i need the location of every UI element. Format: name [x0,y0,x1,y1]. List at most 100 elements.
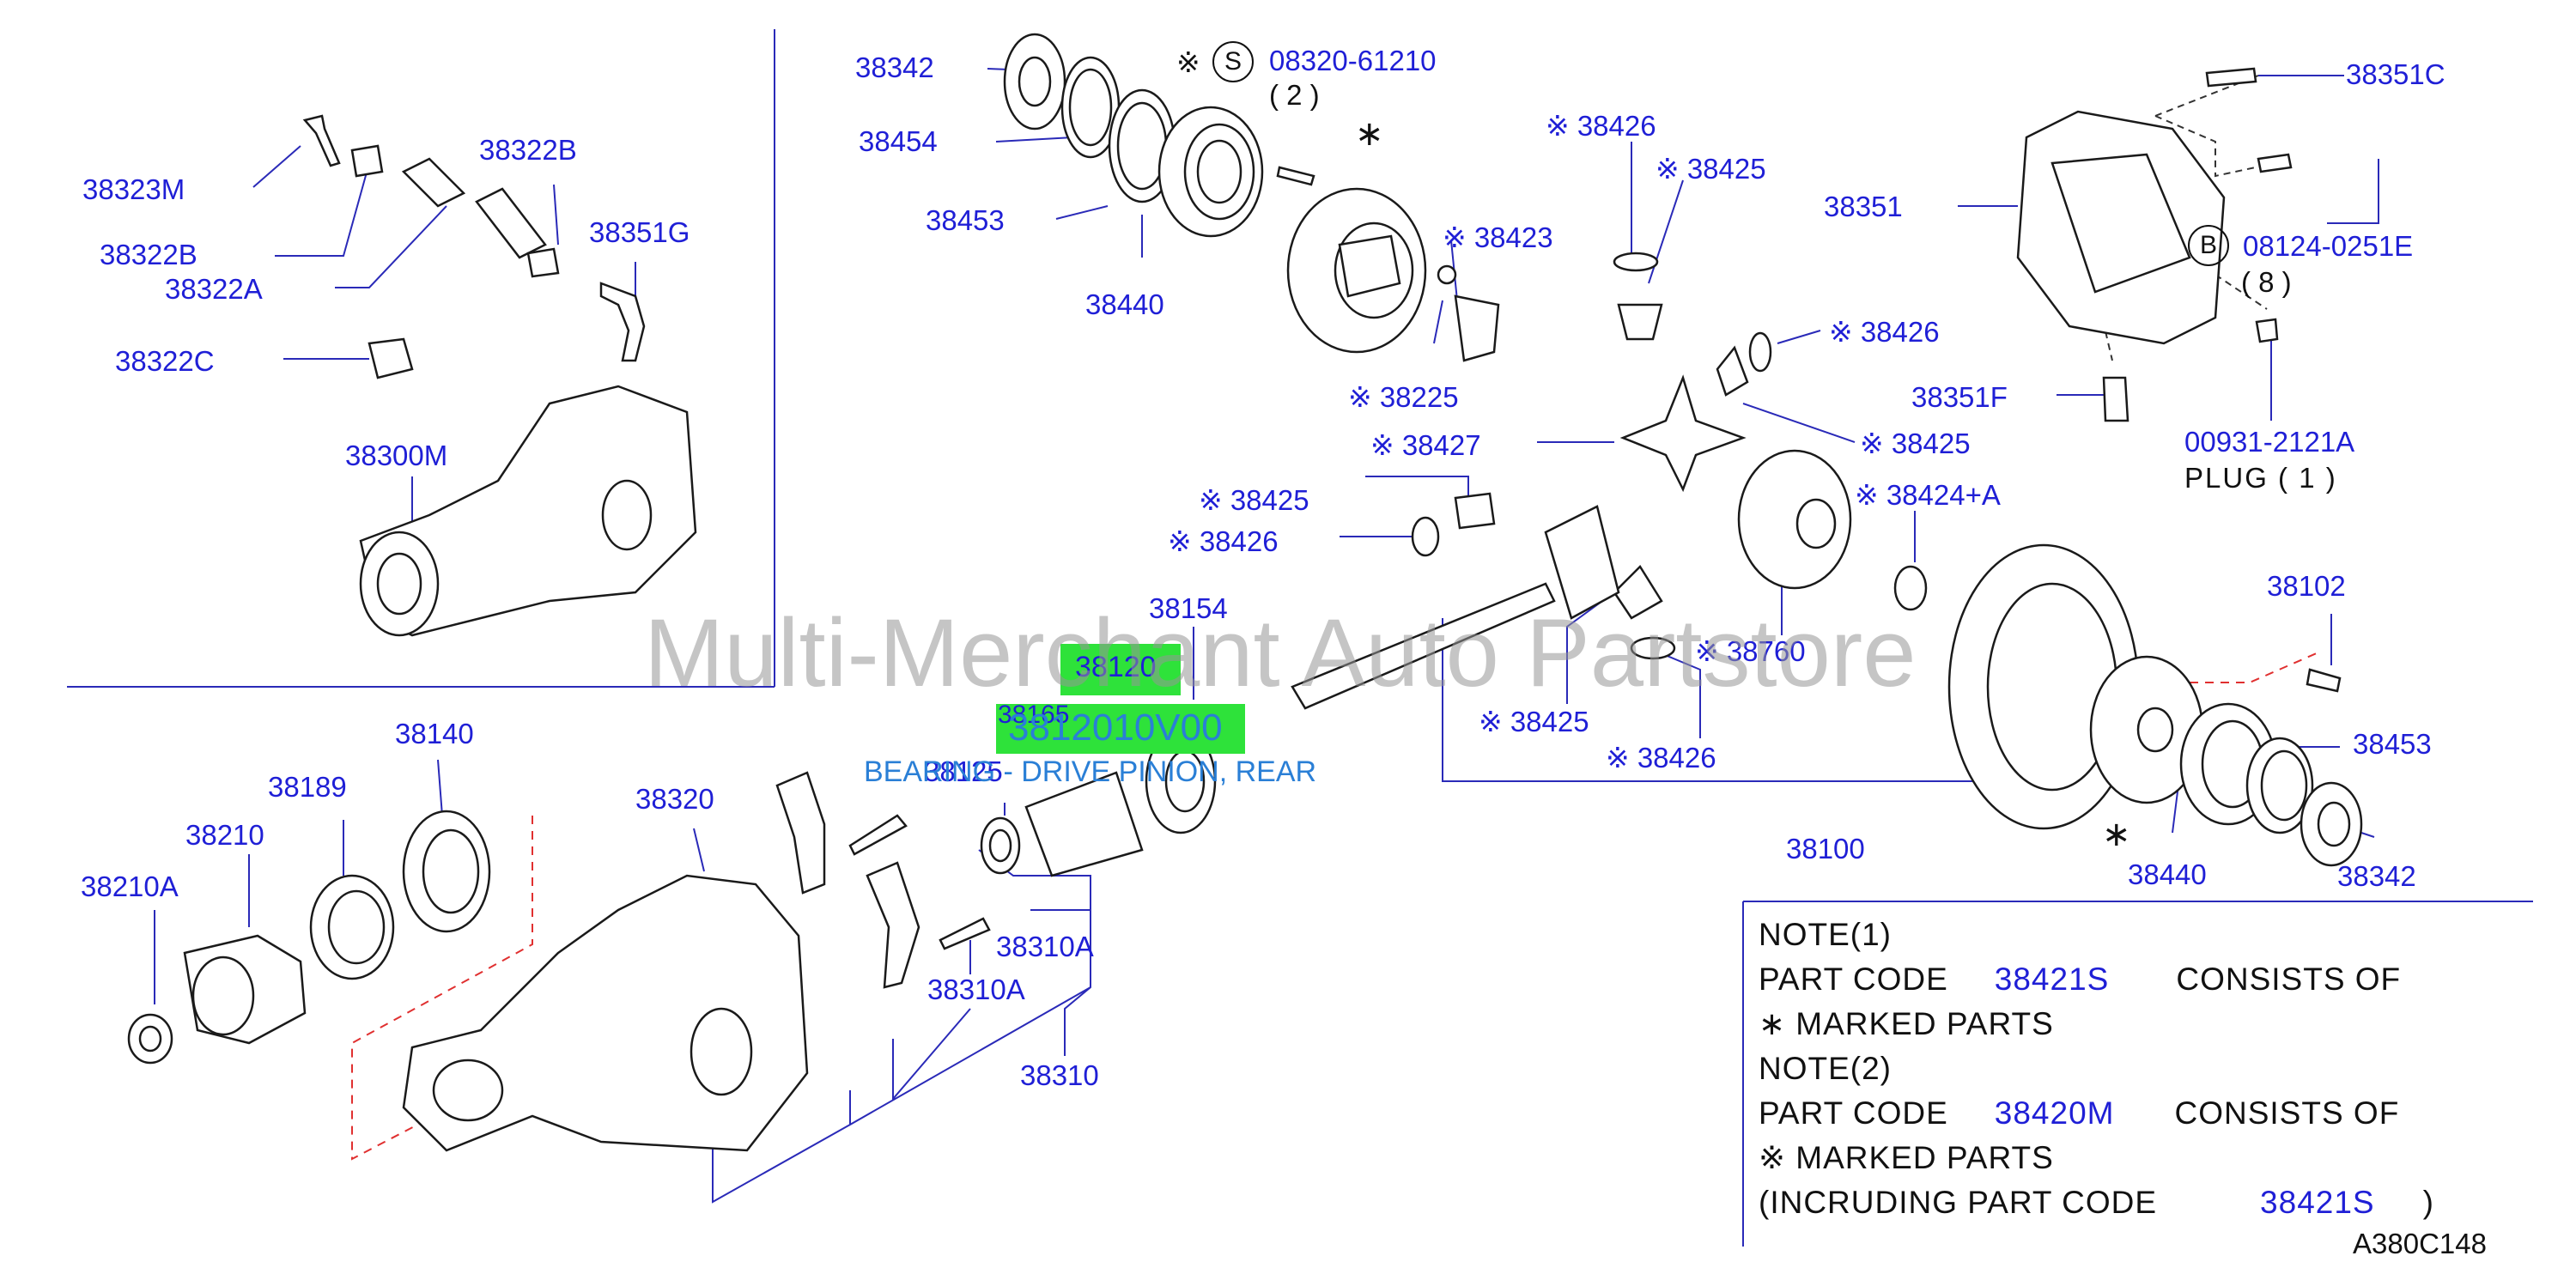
label-38426-b: ※ 38426 [1829,316,1940,348]
leader-38322b-a [553,184,559,246]
label-38427: ※ 38427 [1370,429,1481,461]
part-38310-cap-a [775,771,826,895]
part-38351c [2205,67,2257,88]
label-38210a: 38210A [81,871,179,902]
part-081240251e [2257,153,2293,173]
part-38322a [401,157,547,259]
leader-38225 [1433,300,1443,344]
label-38154: 38154 [1149,592,1228,624]
label-38425-b: ※ 38425 [1860,428,1971,459]
leader-38454 [995,136,1074,143]
highlight-description: BEARING - DRIVE PINION, REAR [864,755,1317,788]
part-38425b [1716,345,1749,397]
label-38351: 38351 [1824,191,1903,222]
s-circle-icon: S [1212,41,1254,82]
dashed-case-bolt [2190,652,2319,683]
part-38310a-bolt-a [848,814,908,856]
part-38322b-b [526,247,560,278]
leader-38425b [1742,403,1856,443]
label-38453-top: 38453 [926,204,1005,236]
label-38426-c: ※ 38426 [1168,525,1279,557]
note2-title: NOTE(2) [1759,1051,1892,1086]
leader-38453a [1055,205,1109,220]
highlight-small-label: 38120 [1075,651,1157,683]
part-38351f [2102,376,2129,422]
label-38322b-top: 38322B [479,134,577,166]
part-38310-cap-b [866,861,920,989]
s-reference-mark: ※ [1176,46,1200,78]
label-38426-a: ※ 38426 [1546,110,1656,142]
part-38760 [1737,449,1852,590]
part-38426d [1630,636,1676,660]
label-38320: 38320 [635,783,714,815]
label-38342-right: 38342 [2337,860,2416,892]
star-mark-right: ∗ [2102,816,2131,853]
label-38425-c: ※ 38425 [1199,484,1309,516]
note3-code: 38421S [2260,1185,2375,1220]
part-38426c [1411,516,1440,557]
diagram-code: A380C148 [2353,1228,2487,1259]
note3-suffix: ) [2422,1185,2434,1220]
leader-38426b [1777,330,1821,344]
star-mark-top: ∗ [1355,115,1384,153]
part-38322c [368,337,414,379]
qty-8: ( 8 ) [2241,266,2292,298]
part-38154-shaft [1291,582,1556,710]
part-drive-pinion-gear [1544,505,1620,620]
label-38440-top: 38440 [1085,288,1164,320]
part-38424a [1893,565,1928,611]
highlight-box-small [1060,644,1181,695]
watermark-text: Multi-Merchant Auto Partstore [644,599,1917,707]
note2-code: 38420M [1994,1095,2115,1131]
part-38425a [1617,303,1663,341]
part-38323m [302,114,341,167]
label-38351g: 38351G [589,216,690,248]
label-08124-0251e: 08124-0251E [2243,230,2414,262]
part-38426b [1748,331,1772,373]
label-08320-61210: 08320-61210 [1269,45,1437,76]
label-38189: 38189 [268,771,347,803]
label-38423: ※ 38423 [1443,221,1553,253]
leader-38322a [335,205,447,288]
part-38351g [599,282,646,362]
note1-suffix: CONSISTS OF [2176,962,2402,997]
leader-38140 [437,759,443,816]
label-38425-d: ※ 38425 [1479,706,1589,737]
label-38425-a: ※ 38425 [1656,153,1766,185]
part-38102 [2306,668,2342,693]
label-38453-right: 38453 [2353,728,2432,760]
part-38425c [1454,492,1496,530]
dashed-axle-flange [351,816,533,1161]
label-38760: ※ 38760 [1695,635,1806,667]
leader-38310 [1064,910,1091,1056]
label-38140: 38140 [395,718,474,749]
part-38225 [1437,264,1457,285]
label-38322a: 38322A [165,273,263,305]
label-plug: PLUG ( 1 ) [2184,462,2337,494]
label-38165: 38165 [998,701,1070,729]
part-38322b-a [350,144,384,178]
label-38454: 38454 [859,125,938,157]
label-38351c: 38351C [2346,58,2445,90]
highlight-box-large [996,704,1245,754]
highlight-part-number: 3812010V00 [1008,707,1223,749]
leader-38425c [1365,476,1469,502]
note1-prefix: PART CODE [1759,962,1948,997]
part-009312121a [2255,318,2279,343]
label-38310a-upper: 38310A [996,931,1094,962]
label-38322b-left: 38322B [100,239,197,270]
label-00931-2121a: 00931-2121A [2184,426,2355,458]
note2-mark: ※ MARKED PARTS [1759,1140,2054,1175]
part-38426a [1613,252,1659,272]
part-38427 [1619,374,1747,493]
note1-title: NOTE(1) [1759,917,1892,952]
bolt-0832061210 [1276,166,1315,186]
b-circle-icon: B [2188,225,2229,266]
qty-2: ( 2 ) [1269,79,1320,111]
part-38310a-bolt-b [939,917,991,950]
